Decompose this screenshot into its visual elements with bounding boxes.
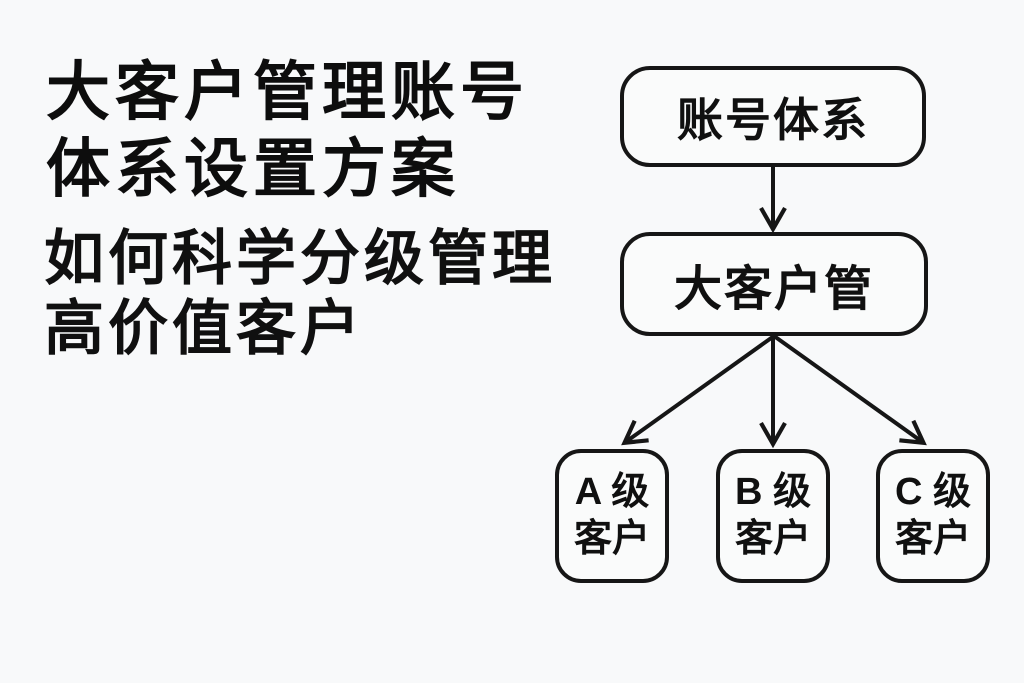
node-b-level-customer: B 级 客户 — [716, 449, 830, 583]
headline: 大客户管理账号 体系设置方案 — [46, 54, 529, 208]
node-key-account-manager-label: 大客户管 — [673, 263, 874, 316]
headline-line-1: 大客户管理账号 — [46, 56, 529, 128]
node-b-level-customer-line-1: B 级 — [734, 471, 811, 513]
headline-line-2: 体系设置方案 — [46, 133, 460, 205]
node-b-level-customer-line-2: 客户 — [734, 518, 811, 560]
subheadline: 如何科学分级管理 高价值客户 — [44, 224, 556, 364]
node-a-level-customer-line-2: 客户 — [573, 518, 650, 560]
subheadline-line-1: 如何科学分级管理 — [44, 225, 556, 292]
subheadline-line-2: 高价值客户 — [44, 295, 364, 362]
node-account-system-label: 账号体系 — [677, 93, 869, 146]
node-c-level-customer: C 级 客户 — [876, 449, 990, 583]
node-c-level-customer-line-2: 客户 — [894, 518, 971, 560]
node-a-level-customer-line-1: A 级 — [574, 471, 650, 513]
node-a-level-customer: A 级 客户 — [555, 449, 669, 583]
edge-manager-to-child-a — [621, 334, 776, 446]
edge-manager-to-child-c — [772, 334, 927, 446]
node-c-level-customer-line-1: C 级 — [894, 471, 971, 513]
node-key-account-manager: 大客户管 — [620, 232, 928, 336]
node-account-system: 账号体系 — [620, 66, 926, 167]
